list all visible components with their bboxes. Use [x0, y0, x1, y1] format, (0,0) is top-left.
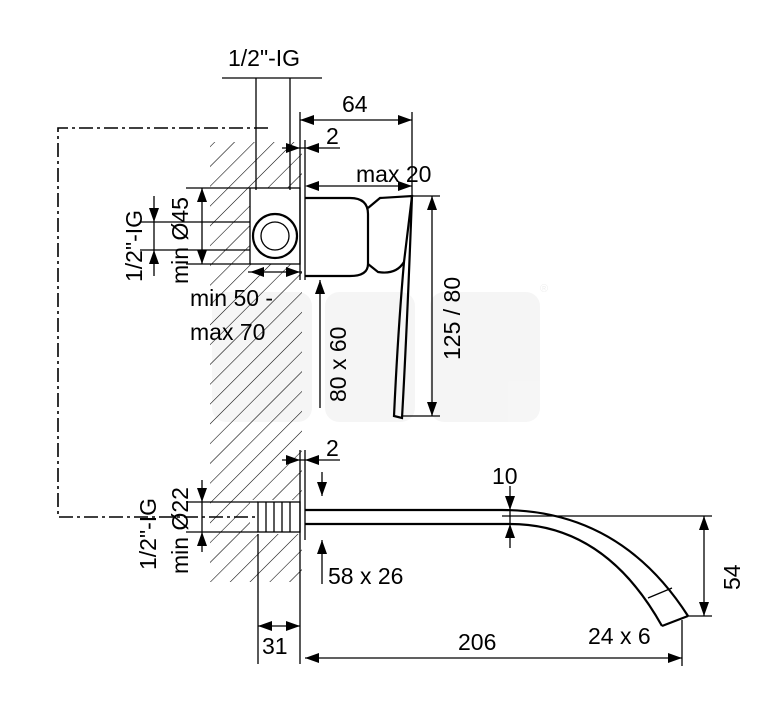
label-max-20: max 20 [356, 161, 431, 187]
label-plate-80x60: 80 x 60 [325, 327, 351, 402]
label-gap-2-top: 2 [326, 123, 339, 149]
label-min-22: min Ø22 [167, 487, 193, 574]
label-install-depth-line1: min 50 - [190, 285, 273, 311]
spout [257, 496, 689, 628]
label-dim-206: 206 [458, 629, 496, 655]
label-height-125-80: 125 / 80 [439, 277, 465, 360]
label-gap-2-bottom: 2 [326, 435, 339, 461]
label-thread-left-top: 1/2"-IG [121, 210, 147, 282]
label-thread-top: 1/2"-IG [228, 45, 300, 71]
label-outlet-24x6: 24 x 6 [588, 623, 651, 649]
label-spout-10: 10 [492, 463, 518, 489]
wall-section [210, 142, 302, 582]
mixer-body [249, 178, 414, 420]
dimension-labels: 1/2"-IG 64 2 max 20 1/2"-IG min Ø45 min … [121, 45, 745, 659]
label-install-depth-line2: max 70 [190, 319, 265, 345]
label-height-54: 54 [719, 564, 745, 590]
concealed-body-outline [57, 127, 268, 518]
label-min-45: min Ø45 [167, 197, 193, 284]
label-dim-31: 31 [262, 633, 288, 659]
label-rosette-58x26: 58 x 26 [328, 563, 403, 589]
label-thread-left-bottom: 1/2"-IG [135, 498, 161, 570]
registered-mark: ® [540, 283, 548, 295]
dimension-lines [140, 77, 712, 666]
label-depth-64: 64 [342, 91, 368, 117]
